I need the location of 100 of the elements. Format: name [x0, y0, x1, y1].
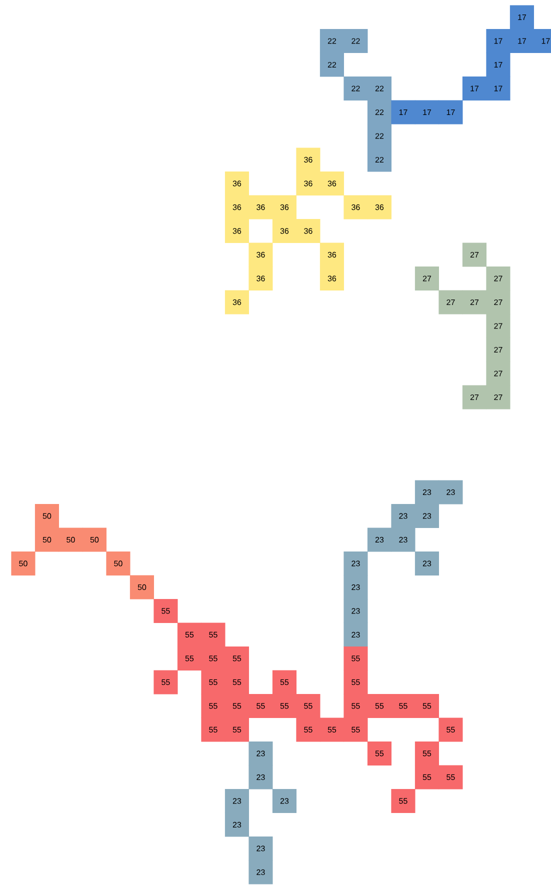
number-tile: 36: [272, 218, 296, 243]
node-label: 55: [209, 679, 218, 686]
node-label: 36: [328, 276, 336, 282]
node-label: 22: [375, 133, 384, 139]
node-label: 36: [304, 228, 312, 234]
number-tile: 22: [367, 148, 392, 172]
number-tile: 55: [224, 646, 249, 670]
number-tile: 36: [248, 242, 273, 267]
number-tile: 55: [224, 670, 249, 694]
node-label: 23: [256, 774, 265, 780]
number-tile: 23: [248, 860, 273, 884]
node-label: 17: [542, 38, 550, 44]
number-tile: 50: [34, 504, 59, 528]
number-tile: 36: [224, 195, 249, 220]
node-label: 27: [470, 299, 479, 306]
number-tile: 36: [296, 218, 320, 243]
number-tile: 55: [344, 670, 368, 694]
number-tile: 23: [272, 788, 296, 813]
node-label: 50: [66, 536, 75, 543]
number-tile: 23: [344, 598, 368, 623]
number-tile: 50: [130, 575, 154, 600]
number-tile: 17: [486, 28, 510, 53]
node-label: 27: [494, 323, 502, 329]
number-tile: 23: [391, 528, 416, 552]
number-tile: 55: [272, 694, 296, 718]
node-label: 36: [375, 204, 384, 210]
node-label: 17: [494, 38, 502, 44]
node-label: 17: [399, 109, 408, 115]
node-label: 23: [352, 632, 360, 638]
node-label: 23: [446, 489, 455, 496]
node-label: 22: [375, 109, 384, 116]
number-tile: 27: [486, 338, 510, 362]
node-label: 55: [280, 703, 289, 709]
node-label: 55: [232, 656, 242, 662]
number-tile: 55: [391, 788, 416, 813]
number-tile: 50: [106, 551, 130, 576]
node-label: 36: [304, 156, 312, 163]
number-tile: 36: [344, 195, 368, 220]
number-tile: 17: [391, 100, 416, 124]
number-tile: 36: [224, 171, 249, 196]
number-tile: 22: [367, 100, 392, 124]
number-tile: 50: [82, 528, 106, 552]
node-label: 36: [256, 276, 265, 282]
number-tile: 55: [272, 670, 296, 694]
number-tile: 36: [296, 148, 320, 172]
number-tile: 17: [534, 28, 551, 53]
number-tile: 55: [414, 694, 439, 718]
number-tile: 23: [414, 504, 439, 528]
node-label: 22: [352, 38, 360, 44]
number-tile: 23: [344, 622, 368, 647]
number-tile: 27: [486, 385, 510, 410]
node-label: 17: [470, 86, 479, 92]
node-label: 22: [375, 86, 384, 92]
node-label: 36: [256, 252, 265, 258]
number-tile: 23: [391, 504, 416, 528]
node-label: 27: [494, 276, 502, 282]
number-tile: 17: [486, 76, 510, 100]
number-tile: 23: [438, 480, 463, 504]
number-tile: 55: [414, 765, 439, 790]
node-label: 23: [399, 513, 408, 519]
number-tile: 36: [320, 242, 344, 267]
number-tile: 23: [414, 551, 439, 576]
number-tile: 27: [438, 290, 463, 314]
node-label: 55: [399, 703, 408, 709]
node-label: 23: [352, 608, 360, 614]
node-label: 22: [328, 38, 336, 44]
node-label: 55: [422, 774, 432, 780]
node-label: 22: [375, 156, 384, 163]
node-label: 23: [256, 869, 265, 876]
node-label: 17: [494, 86, 502, 92]
node-label: 55: [352, 726, 360, 733]
number-tile: 55: [154, 670, 178, 694]
number-tile: 55: [344, 694, 368, 718]
node-label: 23: [422, 489, 432, 496]
node-label: 36: [232, 180, 242, 186]
number-tile: 55: [438, 718, 463, 742]
node-label: 36: [328, 180, 336, 186]
node-label: 36: [280, 204, 289, 210]
node-label: 27: [494, 394, 502, 400]
number-tile: 23: [248, 765, 273, 790]
node-label: 17: [423, 109, 432, 115]
number-tile: 55: [154, 598, 178, 623]
number-tile: 17: [438, 100, 463, 124]
number-tile: 22: [344, 28, 368, 53]
node-label: 55: [256, 703, 265, 709]
number-tile: 27: [486, 266, 510, 290]
number-tile: 55: [391, 694, 416, 718]
node-label: 55: [446, 774, 455, 780]
node-label: 55: [352, 656, 360, 662]
number-tile: 36: [248, 195, 273, 220]
number-tile: 55: [367, 694, 392, 718]
node-label: 55: [352, 679, 360, 686]
number-tile: 27: [462, 242, 486, 267]
number-tile: 22: [344, 76, 368, 100]
number-tile: 55: [296, 718, 320, 742]
node-label: 55: [280, 679, 289, 686]
node-label: 55: [328, 726, 336, 733]
number-tile: 22: [367, 76, 392, 100]
number-tile: 27: [486, 361, 510, 386]
node-label: 55: [232, 726, 242, 733]
